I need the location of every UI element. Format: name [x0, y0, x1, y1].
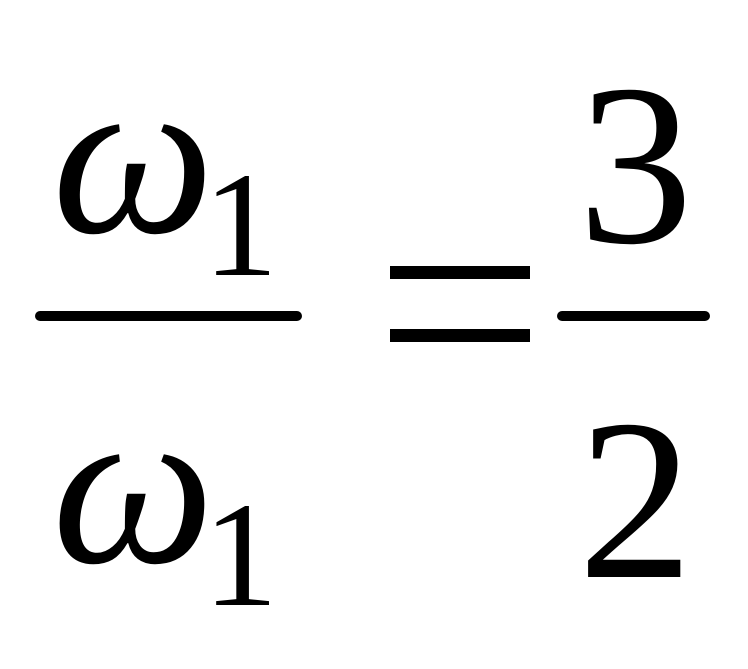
- equals-sign-top-stroke: [390, 266, 530, 279]
- left-denominator-omega-symbol: ω: [52, 357, 215, 612]
- left-numerator-omega-symbol: ω: [52, 27, 215, 282]
- left-denominator-subscript: 1: [203, 472, 278, 638]
- right-numerator: 3: [578, 37, 693, 292]
- right-denominator: 2: [578, 372, 693, 627]
- left-numerator-subscript: 1: [203, 142, 278, 308]
- right-fraction-bar: [557, 311, 710, 321]
- left-fraction-bar: [35, 311, 302, 321]
- equals-sign-bottom-stroke: [390, 329, 530, 342]
